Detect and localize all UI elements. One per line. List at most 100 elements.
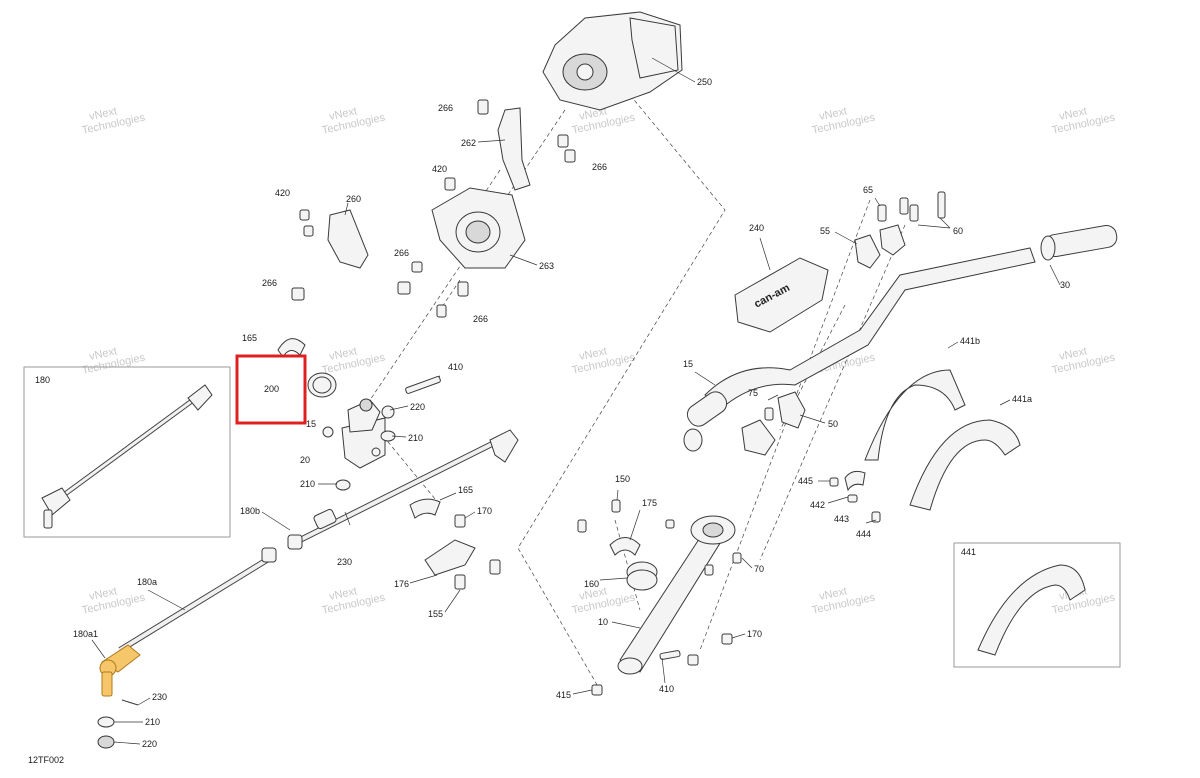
watermark: vNext bbox=[328, 585, 358, 603]
watermark: vNext bbox=[578, 345, 608, 363]
crossbar-hardware bbox=[818, 470, 881, 524]
watermark: vNext bbox=[328, 105, 358, 123]
assembly-lines bbox=[369, 94, 906, 691]
callout-label: 180a bbox=[137, 577, 157, 587]
callout-label: 210 bbox=[408, 433, 423, 443]
watermark: vNext bbox=[88, 585, 118, 603]
callout-label: 15 bbox=[683, 359, 693, 369]
callout-label: 220 bbox=[142, 739, 157, 749]
mounting-plate-263 bbox=[431, 187, 538, 269]
hardware-center bbox=[318, 375, 441, 491]
callout-label: 210 bbox=[300, 479, 315, 489]
seal-ring-200 bbox=[307, 372, 337, 398]
callout-label: 60 bbox=[953, 226, 963, 236]
clamp-165-lower bbox=[409, 492, 457, 519]
bracket-262 bbox=[477, 107, 531, 191]
watermark: vNext bbox=[88, 345, 118, 363]
callout-label: 266 bbox=[438, 103, 453, 113]
callout-label: 415 bbox=[556, 690, 571, 700]
callout-label: 444 bbox=[856, 529, 871, 539]
callout-label: 10 bbox=[598, 617, 608, 627]
callout-label: 443 bbox=[834, 514, 849, 524]
callout-label: 170 bbox=[747, 629, 762, 639]
column-bushing-160 bbox=[599, 561, 658, 591]
callout-label: 165 bbox=[242, 333, 257, 343]
steering-column-10 bbox=[611, 515, 736, 675]
callout-label: 70 bbox=[754, 564, 764, 574]
callout-label: 420 bbox=[275, 188, 290, 198]
bracket-260 bbox=[327, 202, 369, 269]
diagram-code: 12TF002 bbox=[28, 755, 64, 765]
callout-label: 260 bbox=[346, 194, 361, 204]
callout-labels: 250 266 262 266 420 420 260 266 266 263 … bbox=[35, 77, 1070, 749]
callout-label: 210 bbox=[145, 717, 160, 727]
callout-label: 250 bbox=[697, 77, 712, 87]
highlight-box-200 bbox=[235, 354, 307, 425]
clamp-165-upper bbox=[277, 338, 306, 358]
callout-label: 262 bbox=[461, 138, 476, 148]
callout-label: 180b bbox=[240, 506, 260, 516]
callout-label: 180a1 bbox=[73, 629, 98, 639]
inset-box-441 bbox=[953, 542, 1121, 668]
callout-label: 15 bbox=[306, 419, 316, 429]
pitman-arm-20 bbox=[341, 398, 386, 469]
callout-label: 30 bbox=[1060, 280, 1070, 290]
callout-label: 170 bbox=[477, 506, 492, 516]
clamp-176 bbox=[409, 511, 501, 613]
callout-label: 263 bbox=[539, 261, 554, 271]
callout-label: 266 bbox=[262, 278, 277, 288]
callout-label: 240 bbox=[749, 223, 764, 233]
callout-label: 160 bbox=[584, 579, 599, 589]
callout-label: 445 bbox=[798, 476, 813, 486]
callout-label: 165 bbox=[458, 485, 473, 495]
callout-label: 266 bbox=[592, 162, 607, 172]
watermark: vNext bbox=[578, 585, 608, 603]
watermark: vNext bbox=[88, 105, 118, 123]
callout-label: 441 bbox=[961, 547, 976, 557]
callout-label: 176 bbox=[394, 579, 409, 589]
callout-label: 75 bbox=[748, 388, 758, 398]
callout-label: 441b bbox=[960, 336, 980, 346]
tie-rod-180b bbox=[261, 429, 519, 550]
callout-label: 175 bbox=[642, 498, 657, 508]
hardware-lower-left bbox=[97, 697, 151, 749]
callout-label: 266 bbox=[394, 248, 409, 258]
callout-label: 65 bbox=[863, 185, 873, 195]
callout-label: 230 bbox=[152, 692, 167, 702]
watermark: vNext bbox=[328, 345, 358, 363]
callout-label: 442 bbox=[810, 500, 825, 510]
callout-label: 50 bbox=[828, 419, 838, 429]
power-steering-motor bbox=[542, 11, 696, 111]
handlebar-15 bbox=[694, 247, 1036, 409]
callout-label: 20 bbox=[300, 455, 310, 465]
handlebar-clamps-top bbox=[834, 191, 951, 269]
tie-rod-180a bbox=[118, 547, 277, 653]
callout-label: 230 bbox=[337, 557, 352, 567]
watermark: vNext bbox=[818, 585, 848, 603]
ball-joint-180a1 bbox=[91, 639, 141, 697]
crossbar-441a bbox=[909, 399, 1021, 511]
callout-label: 410 bbox=[448, 362, 463, 372]
callout-label: 410 bbox=[659, 684, 674, 694]
callout-label: 200 bbox=[264, 384, 279, 394]
callout-label: 266 bbox=[473, 314, 488, 324]
callout-label: 180 bbox=[35, 375, 50, 385]
watermark: vNext bbox=[818, 105, 848, 123]
callout-label: 420 bbox=[432, 164, 447, 174]
callout-label: 155 bbox=[428, 609, 443, 619]
watermark: vNext bbox=[1058, 105, 1088, 123]
callout-label: 150 bbox=[615, 474, 630, 484]
handlebar-pad-240: can-am bbox=[734, 237, 829, 333]
column-clamp-175 bbox=[609, 509, 641, 556]
callout-label: 441a bbox=[1012, 394, 1032, 404]
watermark: vNext bbox=[1058, 345, 1088, 363]
callout-label: 220 bbox=[410, 402, 425, 412]
callout-label: 55 bbox=[820, 226, 830, 236]
grip-left bbox=[683, 391, 728, 452]
grip-right-30 bbox=[1040, 225, 1118, 286]
crossbar-441b bbox=[864, 341, 966, 461]
handlebar-clamps-lower bbox=[741, 391, 826, 456]
column-hardware bbox=[572, 489, 753, 696]
